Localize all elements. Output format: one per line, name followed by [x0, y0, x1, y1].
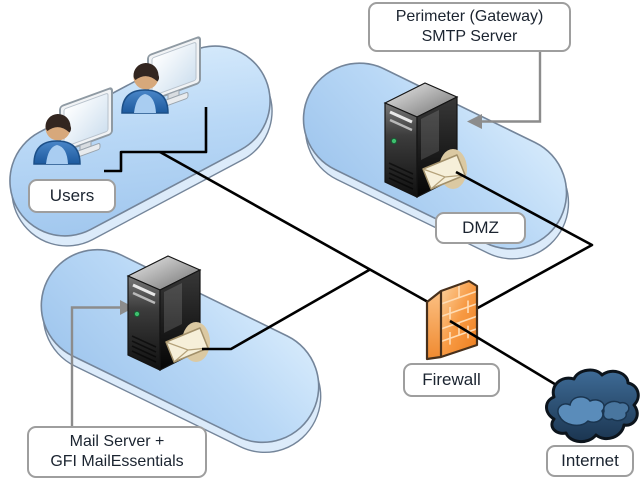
label-connector-gateway [467, 52, 542, 129]
mail-server-label-line2: GFI MailEssentials [50, 453, 184, 470]
network-line-firewall-to-internet [449, 319, 564, 391]
label-connector-mail [70, 300, 134, 426]
network-line-users-lan [104, 107, 208, 173]
network-line-users-to-firewall [159, 150, 429, 304]
firewall-icon [425, 279, 479, 361]
dmz-label-text: DMZ [462, 218, 499, 238]
network-line-gateway-to-firewall [455, 170, 594, 312]
gateway-server-icon [383, 81, 469, 199]
gateway-smtp-label-line1: Perimeter (Gateway) [395, 8, 544, 25]
network-line-mail-to-trunk [202, 268, 371, 351]
firewall-label-text: Firewall [422, 370, 481, 390]
gateway-smtp-label-line2: SMTP Server [421, 28, 518, 45]
gateway-smtp-label: Perimeter (Gateway) SMTP Server [368, 2, 571, 52]
users-label: Users [28, 179, 116, 213]
internet-cloud-icon [545, 368, 640, 443]
internet-label: Internet [546, 445, 634, 477]
internet-label-text: Internet [561, 451, 619, 471]
firewall-label: Firewall [403, 363, 500, 397]
mail-server-icon [126, 254, 212, 372]
mail-server-label: Mail Server + GFI MailEssentials [27, 426, 207, 478]
users-label-text: Users [49, 186, 95, 206]
dmz-label: DMZ [435, 212, 526, 244]
mail-server-label-line1: Mail Server + [69, 433, 165, 450]
